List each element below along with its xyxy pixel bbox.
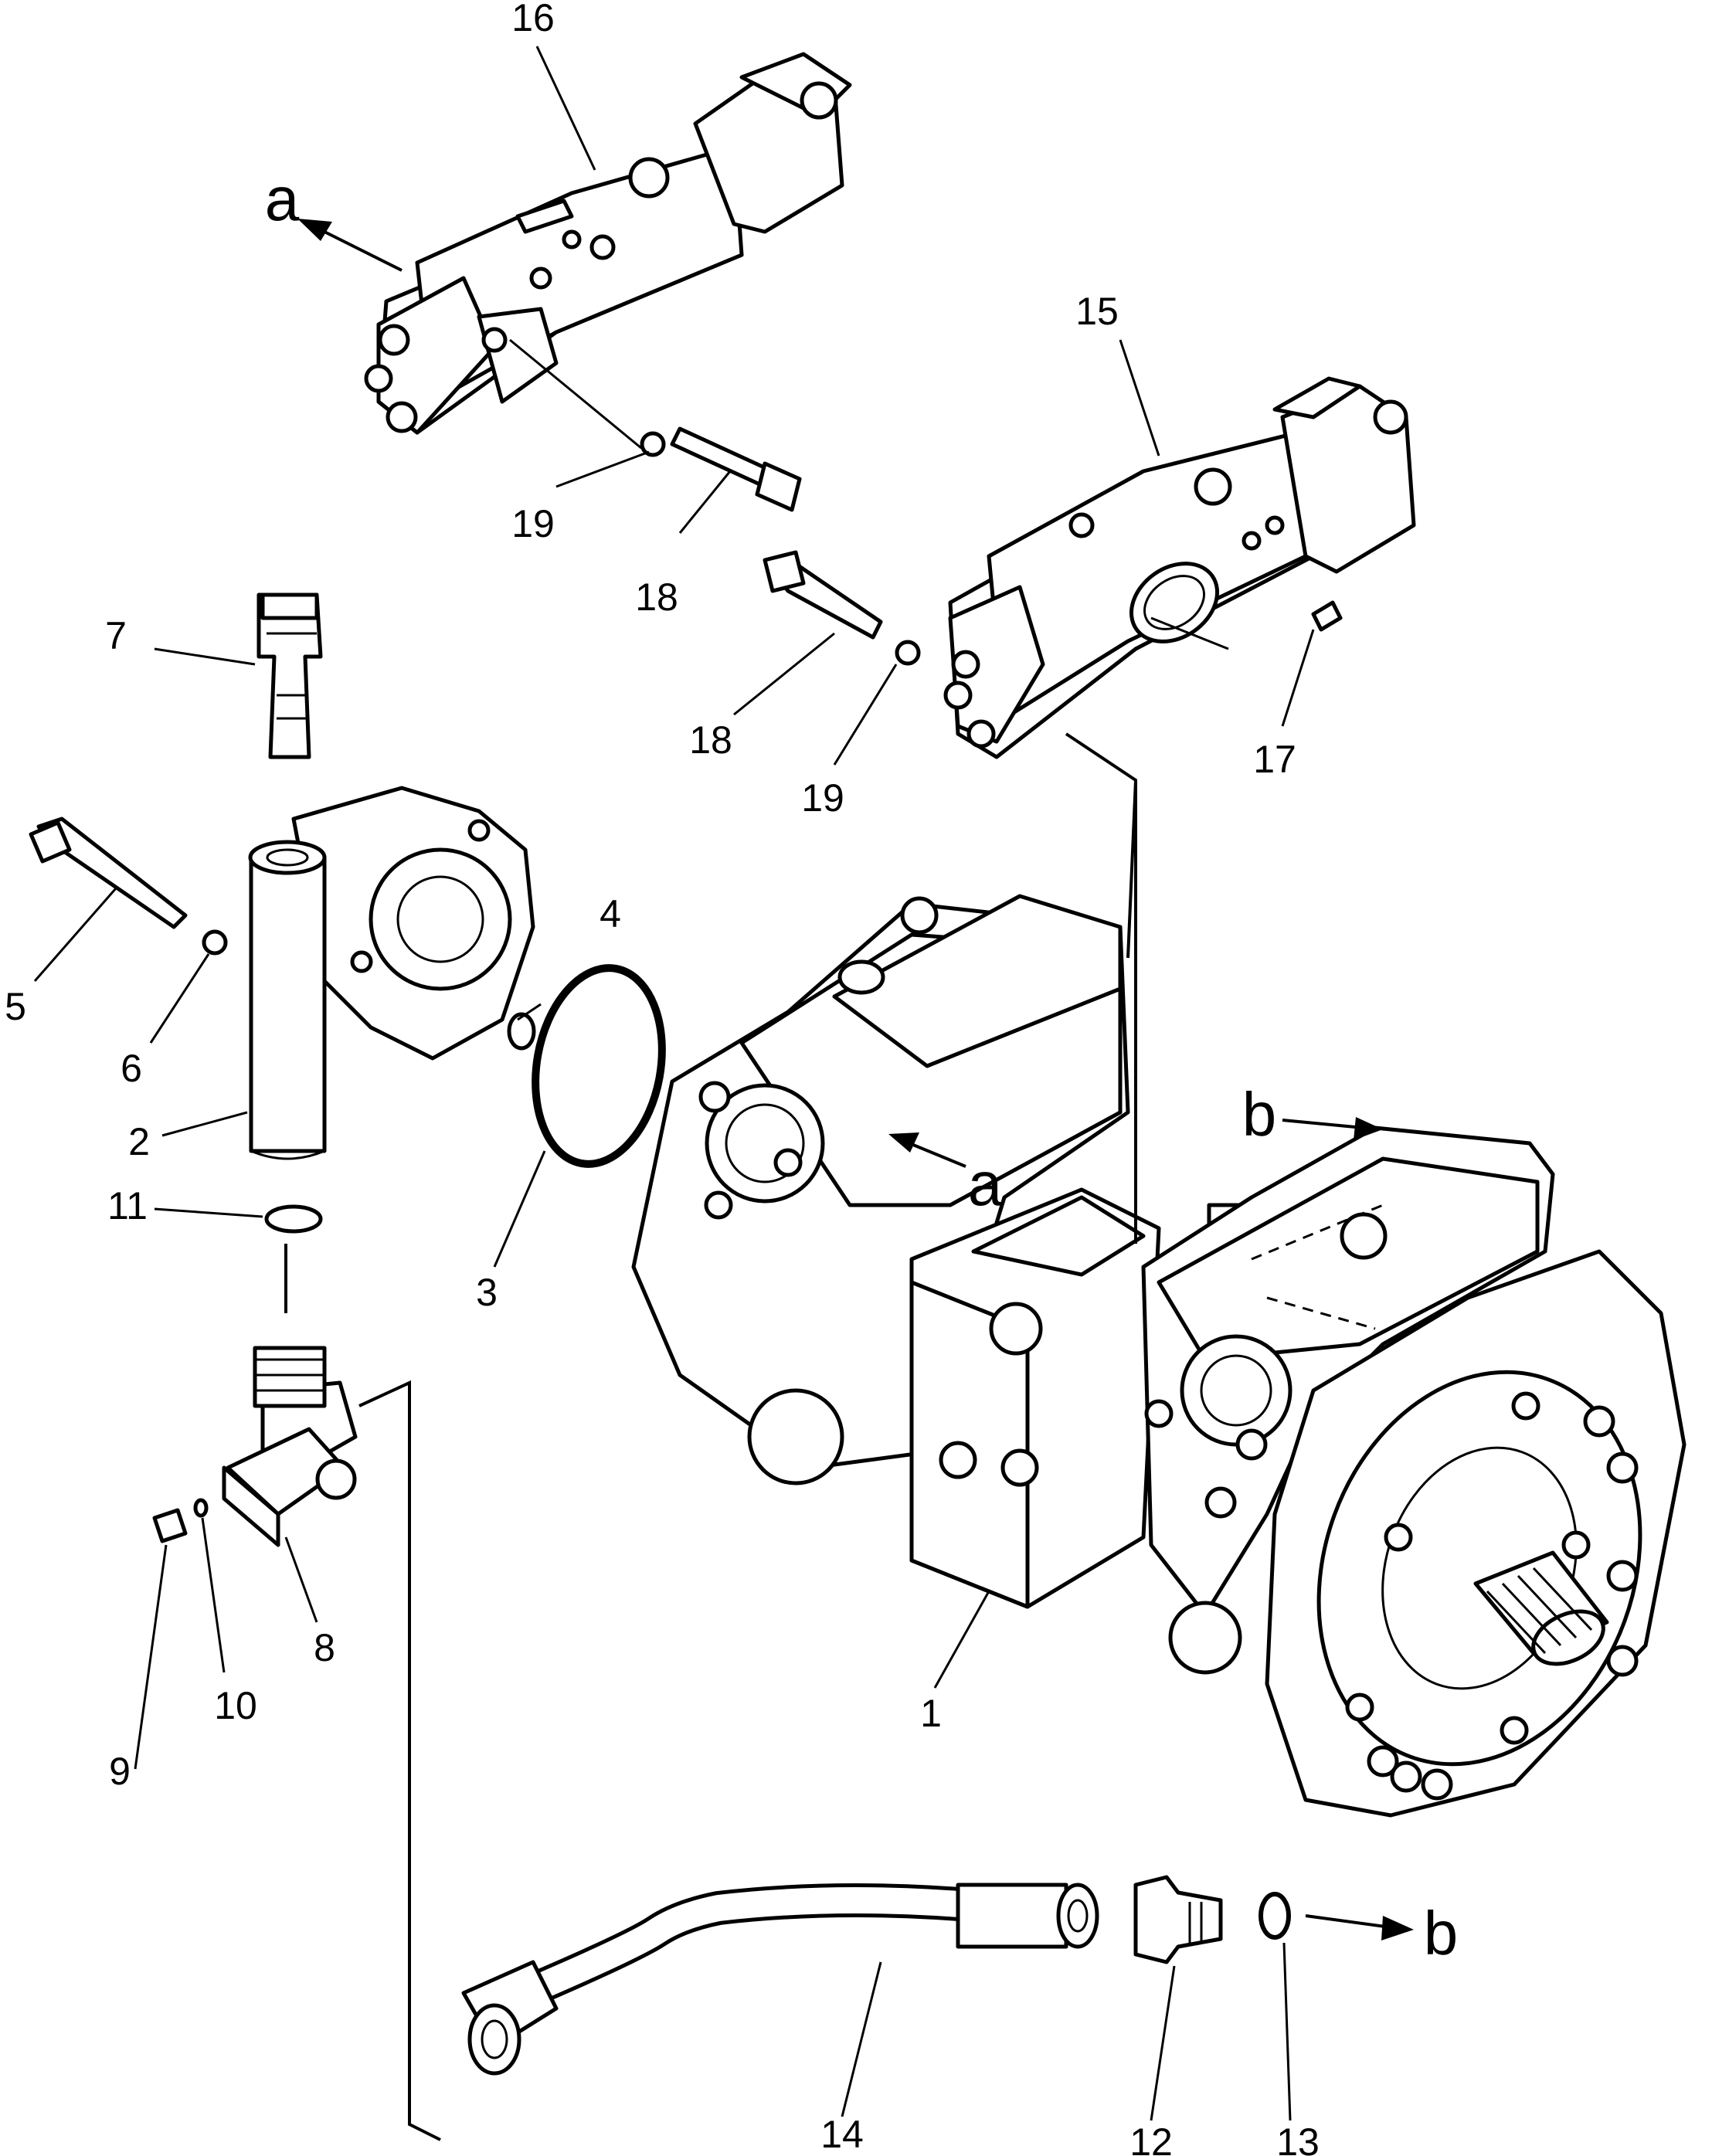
callout-16: 16	[511, 0, 555, 39]
part-3-gasket	[532, 964, 666, 1168]
part-5-bolt	[29, 817, 188, 929]
part-7-valve-cartridge	[256, 592, 323, 759]
arrow-icon	[1354, 1117, 1383, 1140]
part-19-washer-upper	[640, 431, 666, 457]
ref-letter-b-pump: b	[1242, 1080, 1277, 1149]
part-8-tee-fitting	[222, 1346, 358, 1547]
part-1-main-pump	[631, 894, 1687, 1818]
callout-19-upper: 19	[511, 502, 555, 545]
part-14-hose	[461, 1883, 1099, 2076]
callout-12: 12	[1129, 2120, 1173, 2156]
part-13-o-ring	[1259, 1892, 1291, 1940]
ref-arrow-a-top	[297, 219, 403, 272]
callout-19-lower: 19	[801, 776, 844, 820]
ref-arrow-b-pump	[1282, 1117, 1383, 1140]
arrow-icon	[1381, 1916, 1414, 1940]
part-10-o-ring	[193, 1498, 209, 1518]
callout-8: 8	[314, 1626, 335, 1669]
part-15-servo-valve	[943, 376, 1416, 759]
callout-2: 2	[128, 1120, 150, 1163]
ref-arrow-a-pump	[888, 1132, 966, 1168]
arrow-icon	[888, 1132, 919, 1153]
callout-13: 13	[1276, 2120, 1320, 2156]
callout-labels: 16 15 7 5 6 2 11 3 4 9 10 8 1 14 12 13 1…	[5, 0, 1320, 2156]
part-4-o-ring	[507, 1012, 536, 1051]
leader-lines	[33, 46, 1315, 2121]
part-18-bolt-upper	[670, 426, 802, 512]
part-9-plug	[152, 1508, 188, 1543]
callout-4: 4	[600, 892, 621, 935]
part-11-o-ring	[264, 1204, 323, 1234]
part-19-washer-lower	[895, 640, 921, 666]
callout-3: 3	[476, 1271, 498, 1314]
callout-9: 9	[109, 1750, 131, 1793]
part-6-washer	[202, 929, 228, 956]
callout-5: 5	[5, 985, 26, 1028]
callout-10: 10	[214, 1684, 257, 1727]
callout-18-upper: 18	[635, 575, 678, 619]
callout-15: 15	[1075, 290, 1119, 333]
callout-7: 7	[105, 614, 127, 657]
part-2-flange-tube	[248, 786, 535, 1160]
callout-17: 17	[1253, 738, 1296, 781]
connection-lines	[284, 732, 1137, 2141]
part-16-servo-valve	[364, 52, 852, 450]
ref-letter-a-pump: a	[968, 1149, 1003, 1218]
part-18-bolt-lower	[763, 550, 883, 640]
ref-arrow-b-bottom	[1305, 1914, 1414, 1940]
callout-14: 14	[820, 2113, 864, 2156]
part-17-pin	[1311, 600, 1343, 632]
callout-18-lower: 18	[689, 718, 732, 762]
part-12-adapter	[1133, 1875, 1223, 1964]
arrow-icon	[297, 219, 332, 241]
callout-1: 1	[920, 1692, 942, 1735]
callout-6: 6	[121, 1047, 142, 1090]
reference-letters: a a b b	[265, 165, 1459, 1968]
callout-11: 11	[107, 1184, 148, 1227]
ref-letter-a-top: a	[265, 165, 300, 233]
ref-letter-b-bottom: b	[1424, 1899, 1459, 1968]
